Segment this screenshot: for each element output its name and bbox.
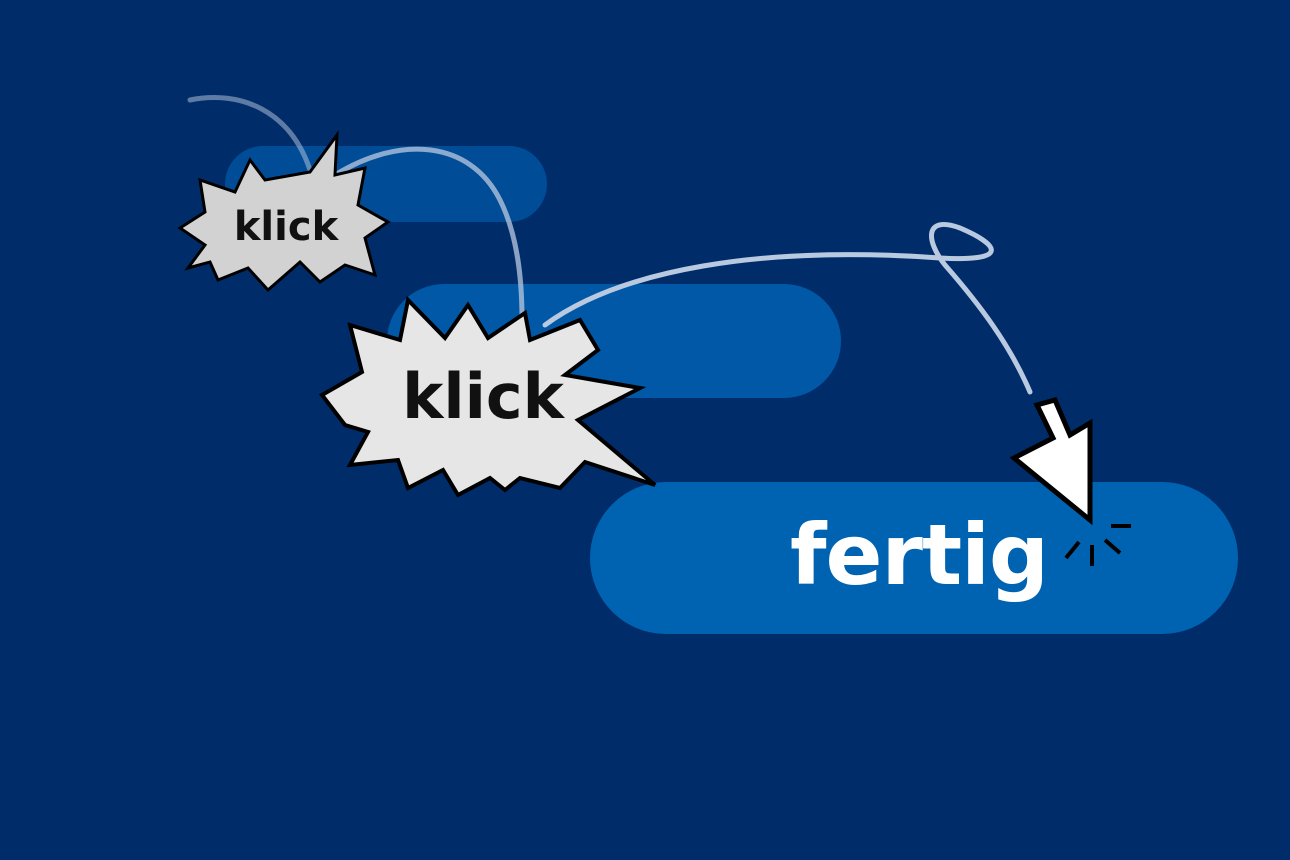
click-burst-small: klick [177,130,391,293]
done-button-label: fertig [790,506,1049,604]
mouse-pointer-icon [1009,397,1093,526]
done-button[interactable] [590,482,1238,634]
mouse-trail-2 [332,146,525,323]
click-spark-icon [1064,524,1131,566]
klick-label-2: klick [402,360,565,433]
click-burst-large: klick [319,295,657,498]
mouse-trail-3 [542,221,1033,395]
mouse-trail-1 [187,95,313,173]
klick-label-1: klick [234,204,340,250]
